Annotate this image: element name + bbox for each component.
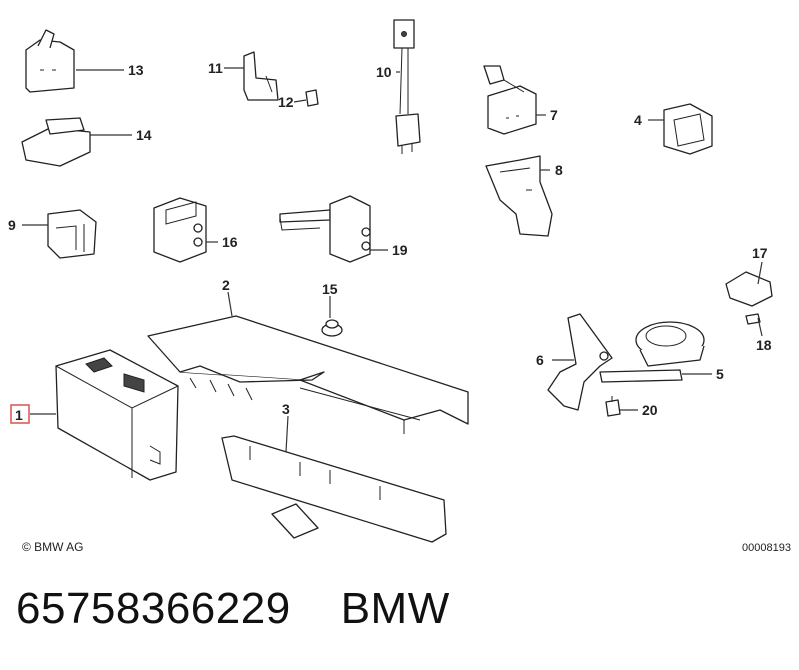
part-20-bolt: 20 bbox=[605, 396, 658, 418]
part-12-clip: 12 bbox=[278, 89, 319, 110]
callout-20[interactable]: 20 bbox=[642, 402, 658, 418]
callout-10[interactable]: 10 bbox=[376, 64, 392, 80]
part-11-bracket: 11 bbox=[208, 51, 279, 101]
part-1-control-unit: 1 bbox=[10, 349, 179, 481]
callout-13[interactable]: 13 bbox=[128, 62, 144, 78]
brand-name: BMW bbox=[340, 584, 450, 633]
callout-14[interactable]: 14 bbox=[136, 127, 152, 143]
callout-12[interactable]: 12 bbox=[278, 94, 294, 110]
callout-8[interactable]: 8 bbox=[555, 162, 563, 178]
part-6-bracket: 6 bbox=[536, 313, 613, 411]
callout-7[interactable]: 7 bbox=[550, 107, 558, 123]
part-9-connector: 9 bbox=[8, 209, 97, 259]
diagram-reference-code: 00008193 bbox=[742, 542, 791, 554]
part-3-rail: 3 bbox=[221, 401, 447, 543]
callout-6[interactable]: 6 bbox=[536, 352, 544, 368]
callout-1-highlight bbox=[10, 404, 30, 424]
part-10-sensor: 10 bbox=[376, 19, 421, 154]
part-7-relay: 7 bbox=[483, 65, 558, 135]
callout-2[interactable]: 2 bbox=[222, 277, 230, 293]
part-13-relay: 13 bbox=[25, 29, 144, 93]
part-18-screw: 18 bbox=[745, 313, 772, 353]
callout-3[interactable]: 3 bbox=[282, 401, 290, 417]
product-caption: 65758366229 BMW bbox=[16, 584, 450, 634]
copyright-notice: © BMW AG bbox=[22, 540, 84, 554]
part-number: 65758366229 bbox=[16, 584, 291, 633]
part-14-bracket: 14 bbox=[21, 117, 152, 167]
callout-11[interactable]: 11 bbox=[208, 60, 223, 76]
part-4-socket: 4 bbox=[634, 103, 713, 155]
callout-19[interactable]: 19 bbox=[392, 242, 408, 258]
part-8-bracket: 8 bbox=[485, 155, 563, 237]
callout-1[interactable]: 1 bbox=[15, 407, 23, 423]
callout-9[interactable]: 9 bbox=[8, 217, 16, 233]
callout-16[interactable]: 16 bbox=[222, 234, 238, 250]
callout-5[interactable]: 5 bbox=[716, 366, 724, 382]
callout-17[interactable]: 17 bbox=[752, 245, 768, 261]
part-15-grommet: 15 bbox=[321, 281, 343, 337]
callout-18[interactable]: 18 bbox=[756, 337, 772, 353]
part-17-clip: 17 bbox=[725, 245, 773, 307]
callout-15[interactable]: 15 bbox=[322, 281, 338, 297]
part-19-connector: 19 bbox=[279, 195, 408, 263]
part-2-cover: 2 bbox=[147, 277, 469, 434]
part-16-connector: 16 bbox=[153, 197, 238, 263]
callout-4[interactable]: 4 bbox=[634, 112, 642, 128]
parts-diagram: 13 14 9 11 12 10 bbox=[8, 19, 773, 543]
part-5-horn: 5 bbox=[599, 321, 724, 383]
